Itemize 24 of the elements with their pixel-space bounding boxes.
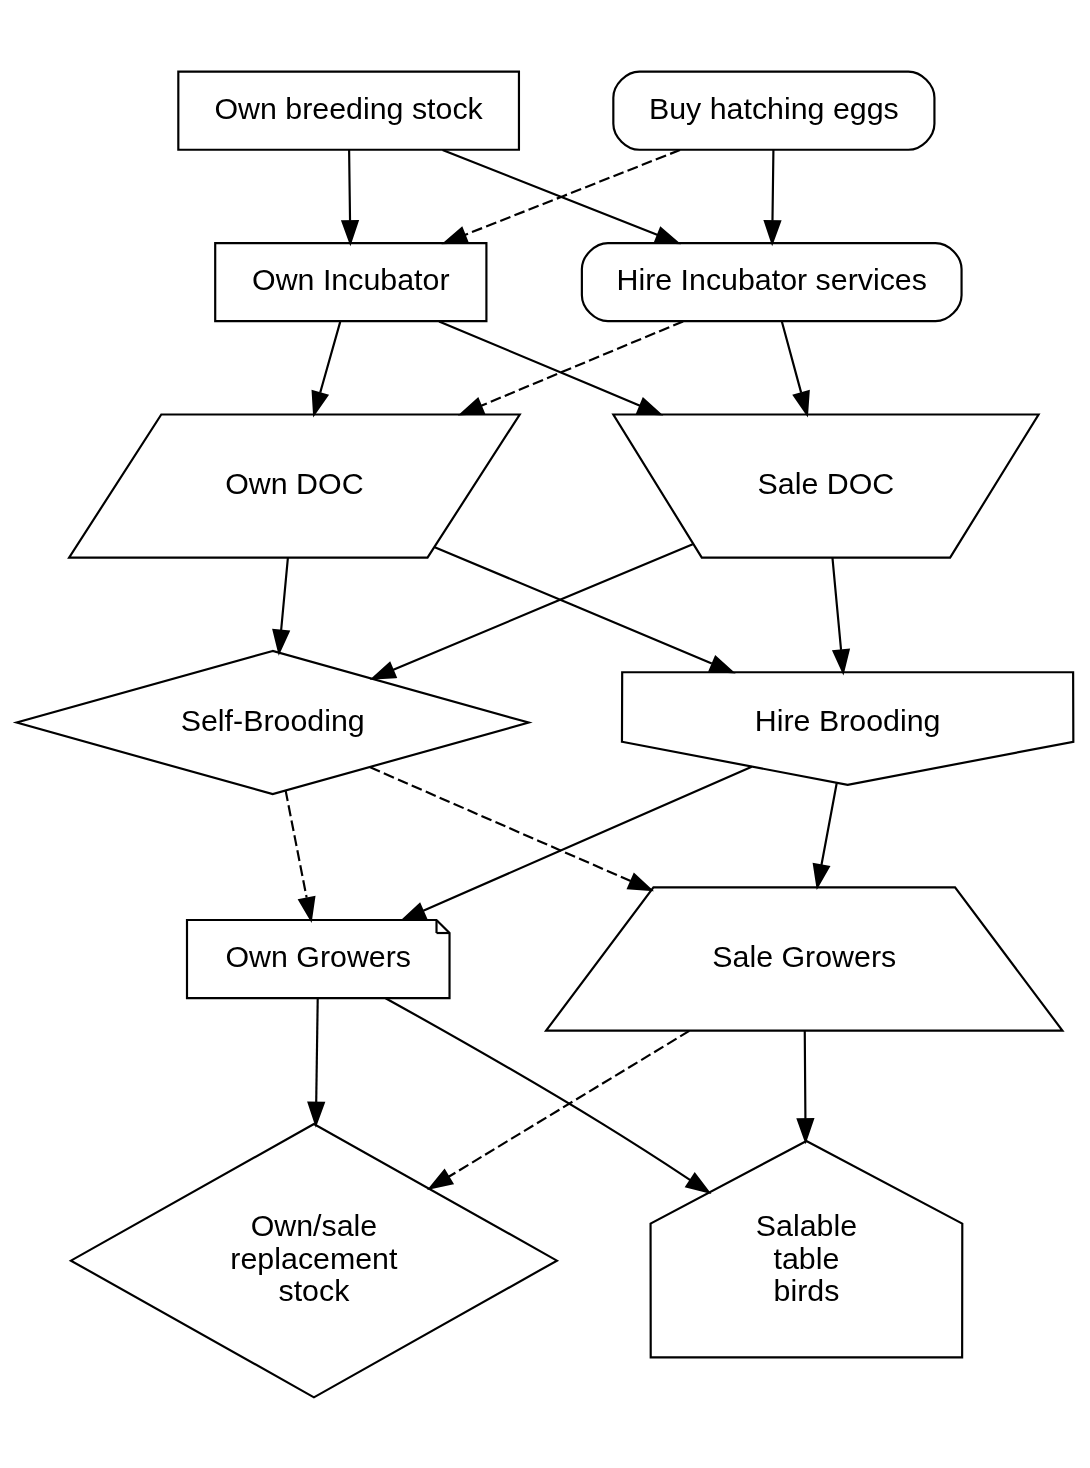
arrow <box>284 789 316 923</box>
node-box: Hire Incubator services <box>580 241 963 322</box>
arrow <box>434 545 736 673</box>
arrow <box>763 149 782 246</box>
arrow <box>311 321 342 417</box>
arrow <box>307 997 326 1128</box>
node-diamond: Own/sale replacement stock <box>68 1122 560 1399</box>
node-box: Own Incubator <box>214 241 488 322</box>
arrow <box>831 557 851 675</box>
arrow <box>369 542 694 680</box>
arrow <box>438 319 664 416</box>
arrow <box>385 996 712 1194</box>
node-box: Buy hatching eggs <box>612 70 936 151</box>
arrow <box>427 1029 690 1190</box>
arrow <box>369 765 655 891</box>
node-diamond: Self-Brooding <box>12 649 533 795</box>
arrow <box>399 765 753 921</box>
arrow <box>272 557 291 656</box>
arrow <box>812 782 838 890</box>
node-box: Own breeding stock <box>177 70 521 151</box>
arrow <box>457 319 684 416</box>
arrow <box>340 149 360 246</box>
arrow <box>796 1030 815 1144</box>
arrow <box>780 321 810 417</box>
